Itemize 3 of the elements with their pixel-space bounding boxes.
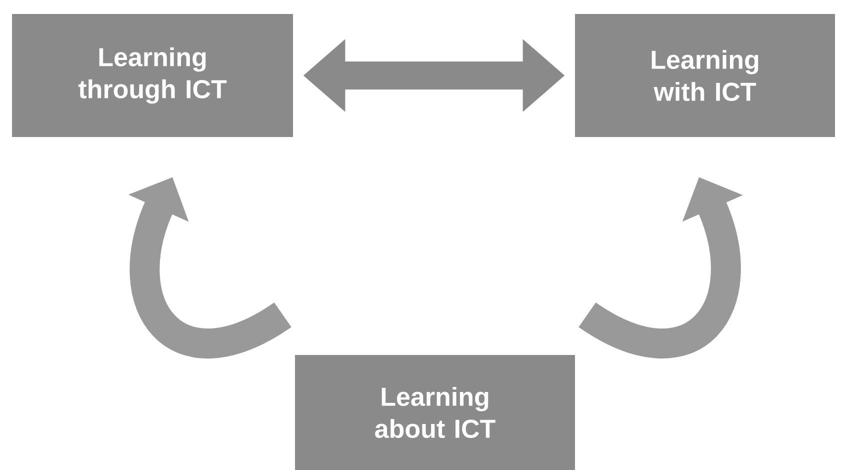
text-box: Learning about ICT — [295, 354, 575, 470]
text-box: Learning through ICT — [12, 14, 293, 137]
text-box: Learning with ICT — [575, 14, 835, 137]
